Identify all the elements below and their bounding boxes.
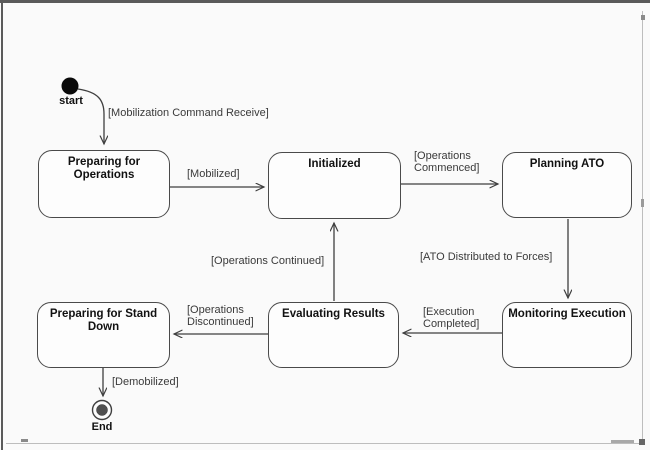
frame-left-border (1, 0, 3, 450)
guard-operations-commenced: [Operations Commenced] (414, 150, 480, 174)
guard-mobilized: [Mobilized] (187, 168, 240, 180)
guard-execution-completed: [Execution Completed] (423, 306, 480, 330)
state-label: Monitoring Execution (508, 308, 626, 320)
transition-arrow-start-to-preparing (77, 88, 104, 144)
start-node-icon (61, 77, 79, 95)
state-label: Initialized (308, 158, 361, 170)
frame-bottom-border (6, 443, 644, 444)
state-preparing-for-stand-down: Preparing for Stand Down (37, 302, 170, 368)
state-label: Preparing for Stand Down (49, 308, 158, 333)
guard-demobilized: [Demobilized] (112, 376, 179, 388)
end-node-inner-icon (96, 404, 108, 416)
frame-mark (21, 439, 28, 442)
state-planning-ato: Planning ATO (502, 152, 632, 218)
guard-ato-distributed-to-forces: [ATO Distributed to Forces] (420, 251, 553, 263)
resize-handle-icon (639, 439, 645, 445)
frame-mark (641, 15, 645, 20)
state-label: Evaluating Results (282, 308, 385, 320)
guard-mobilization-command-receive: [Mobilization Command Receive] (108, 107, 269, 119)
frame-mark (611, 440, 634, 443)
guard-operations-discontinued: [Operations Discontinued] (187, 304, 254, 328)
state-evaluating-results: Evaluating Results (268, 302, 399, 368)
frame-right-border (642, 11, 643, 444)
start-node-label: start (59, 95, 83, 107)
guard-operations-continued: [Operations Continued] (211, 255, 325, 267)
state-initialized: Initialized (268, 152, 401, 219)
state-label: Planning ATO (529, 158, 605, 170)
state-monitoring-execution: Monitoring Execution (502, 302, 632, 368)
frame-top-border (0, 0, 650, 3)
state-preparing-for-operations: Preparing for Operations (38, 150, 170, 218)
frame-mark (641, 199, 644, 207)
end-node-label: End (91, 421, 113, 433)
state-label: Preparing for Operations (67, 156, 141, 181)
